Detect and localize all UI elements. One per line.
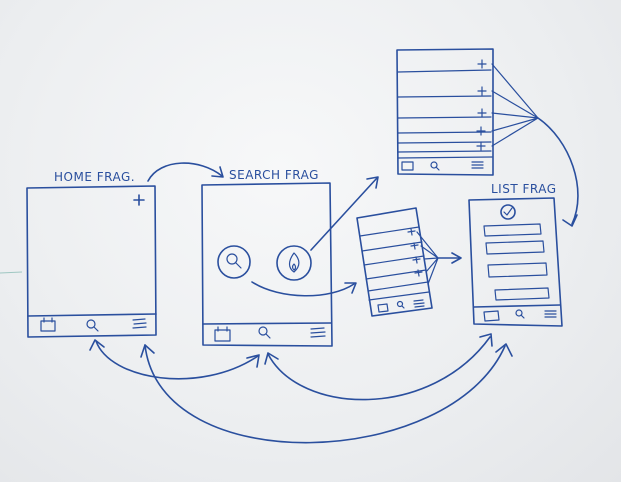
search-icon [430,161,440,171]
plus-icon [407,228,423,277]
calendar-icon [483,310,500,322]
search-icon [515,309,525,319]
arrow-search-list-bidirectional [264,333,493,401]
search-icon [396,300,405,309]
menu-icon [310,327,326,338]
menu-icon [471,161,484,169]
search-circle-icon [217,245,251,279]
home-frag-label: HOME FRAG. [54,170,135,184]
check-circle-icon [500,204,516,220]
flame-circle-icon [276,245,312,281]
calendar-icon [401,161,414,171]
upper-list-screen [396,48,494,176]
bracket-arrows [491,63,539,147]
home-frag-screen [26,185,157,338]
list-frag-screen [468,197,563,327]
search-icon [258,326,271,339]
search-icon [86,319,99,332]
arrow-middle-to-list [437,252,462,264]
arrow-search-to-upper-list [310,176,379,251]
arrow-home-to-search [147,162,224,182]
search-frag-label: SEARCH FRAG [229,168,319,182]
list-item-bars [483,223,550,301]
list-frag-label: LIST FRAG [491,182,557,196]
menu-icon [413,299,425,308]
middle-list-screen [356,207,433,317]
calendar-icon [40,317,56,332]
bracket-arrows [416,231,439,285]
arrow-home-search-bidirectional [89,339,260,380]
calendar-icon [377,303,389,313]
search-frag-screen [201,182,333,347]
calendar-icon [214,326,231,342]
arrow-upper-to-list [537,117,579,227]
menu-icon [132,318,147,329]
arrow-search-to-middle-list [251,281,357,297]
plus-icon [476,59,487,151]
plus-icon [133,194,145,206]
board-smudge [0,271,23,274]
arrow-home-list-bidirectional [140,343,513,444]
menu-icon [544,310,557,318]
